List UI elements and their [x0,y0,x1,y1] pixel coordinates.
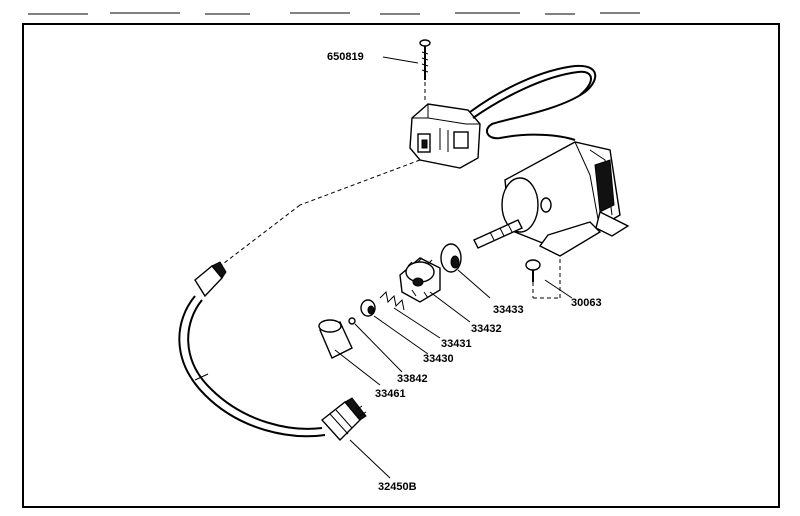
label-650819: 650819 [327,51,364,63]
pinion-part [399,257,471,323]
switch-box-part [214,103,481,271]
diagram-frame [22,23,780,508]
end-cap-part [318,319,381,386]
label-33433: 33433 [493,304,524,316]
spring-part [379,290,441,339]
label-33431: 33431 [441,338,472,350]
label-33461: 33461 [375,388,406,400]
motor-part [473,141,630,257]
label-32450B: 32450B [378,481,417,493]
retainer-part [440,243,491,299]
bolt-part [525,255,573,299]
screw-part [382,39,431,102]
label-33430: 33430 [423,353,454,365]
label-33432: 33432 [471,323,502,335]
label-30063: 30063 [571,297,602,309]
pin-part [348,317,403,373]
motor-wire [469,64,597,141]
spring-cap-part [360,299,429,355]
power-cord-part [178,261,391,479]
label-33842: 33842 [397,373,428,385]
top-edge-marks [28,12,640,15]
